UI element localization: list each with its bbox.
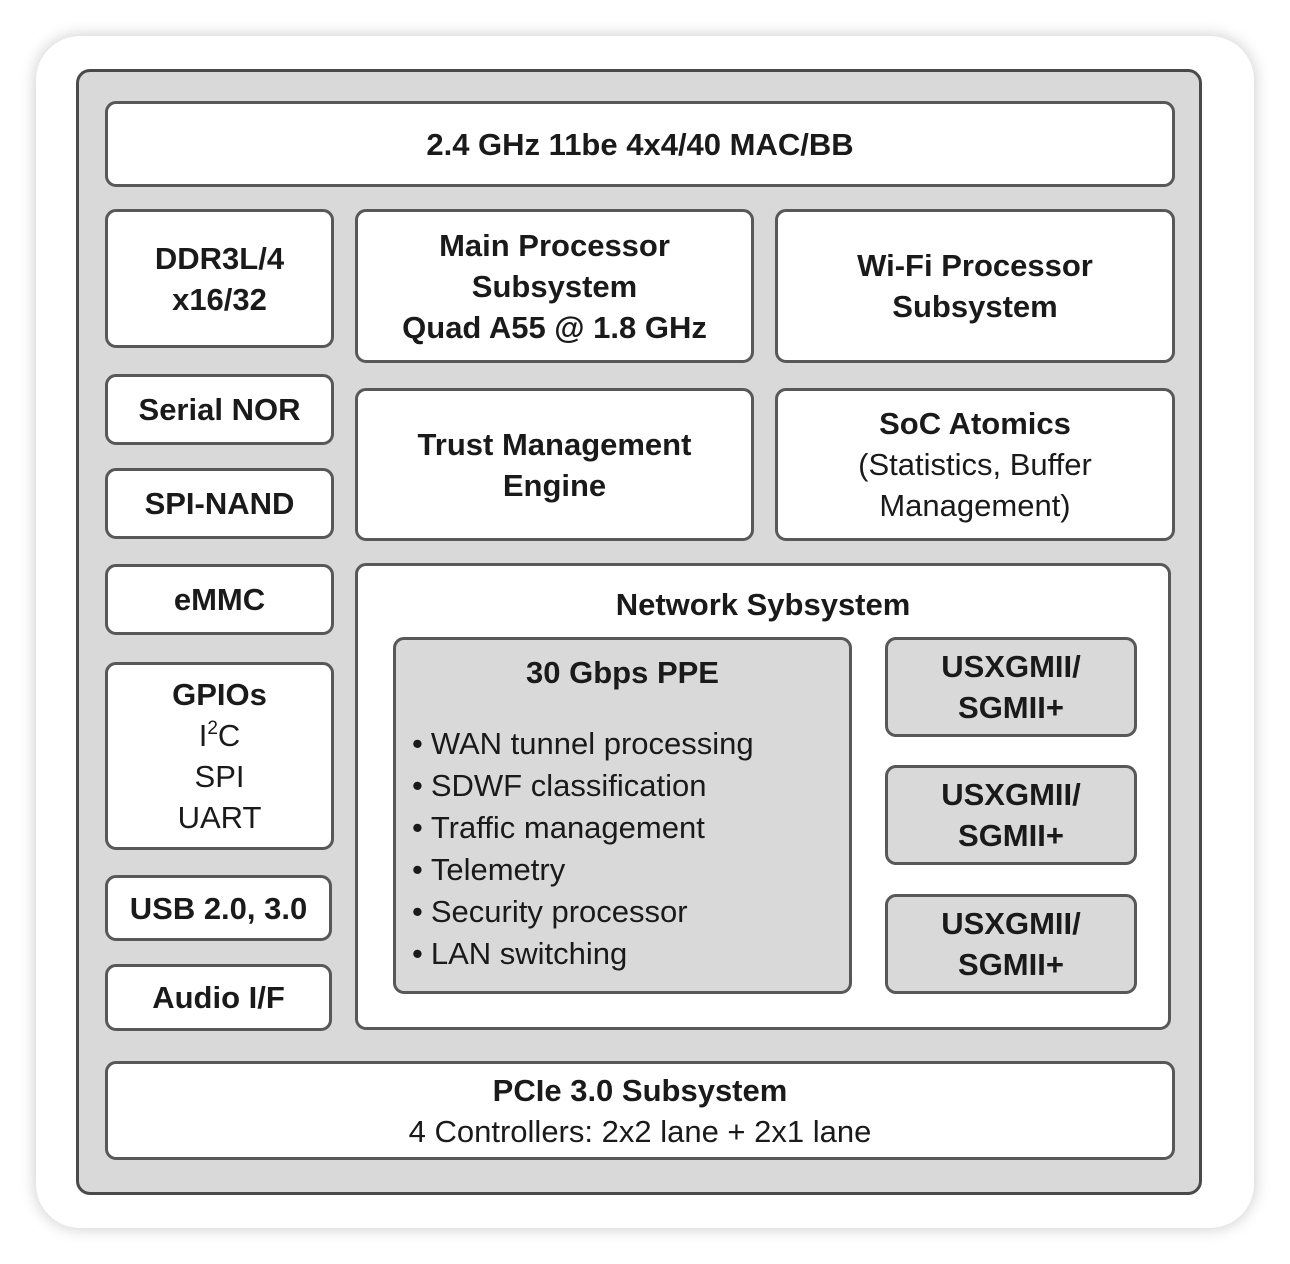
wifi-processor-block: Wi-Fi Processor Subsystem <box>775 209 1175 363</box>
ppe-title: 30 Gbps PPE <box>526 655 719 690</box>
usxgmii-port-3: USXGMII/ SGMII+ <box>885 894 1137 994</box>
spi-nand-label: SPI-NAND <box>144 486 295 521</box>
network-title: Network Sybsystem <box>615 587 911 622</box>
soc-atomics-block: SoC Atomics (Statistics, Buffer Manageme… <box>775 388 1175 541</box>
port-2-line1: USXGMII/ <box>941 777 1081 812</box>
soc-atomics-line2: (Statistics, Buffer <box>858 447 1092 482</box>
gpios-title: GPIOs <box>172 677 267 712</box>
i2c-base: I <box>198 718 208 753</box>
serial-nor-label: Serial NOR <box>138 392 301 427</box>
serial-nor-block: Serial NOR <box>105 374 334 445</box>
trust-engine-line2: Engine <box>502 467 607 503</box>
ppe-feature-item: WAN tunnel processing <box>412 723 754 765</box>
ddr-block: DDR3L/4 x16/32 <box>105 209 334 348</box>
i2c-tail: C <box>217 718 241 753</box>
soc-atomics-line3: Management) <box>879 488 1071 523</box>
wifi-processor-line1: Wi-Fi Processor <box>857 248 1093 283</box>
port-1-line2: SGMII+ <box>958 690 1064 725</box>
wifi-processor-line2: Subsystem <box>892 289 1058 324</box>
ppe-feature-item: LAN switching <box>412 933 754 975</box>
main-processor-line3: Quad A55 @ 1.8 GHz <box>402 309 707 345</box>
mac-bb-label: 2.4 GHz 11be 4x4/40 MAC/BB <box>426 126 854 162</box>
ppe-feature-item: Security processor <box>412 891 754 933</box>
emmc-label: eMMC <box>173 582 266 617</box>
spi-nand-block: SPI-NAND <box>105 468 334 539</box>
usb-label: USB 2.0, 3.0 <box>129 890 308 926</box>
ppe-feature-item: SDWF classification <box>412 765 754 807</box>
uart-label: UART <box>177 800 262 835</box>
ppe-feature-item: Traffic management <box>412 807 754 849</box>
main-processor-line2: Subsystem <box>471 268 638 304</box>
ddr-line1: DDR3L/4 <box>154 240 285 276</box>
port-2-line2: SGMII+ <box>958 818 1064 853</box>
port-3-line2: SGMII+ <box>958 947 1064 982</box>
pcie-title: PCIe 3.0 Subsystem <box>492 1072 788 1108</box>
ppe-feature-item: Telemetry <box>412 849 754 891</box>
mac-bb-block: 2.4 GHz 11be 4x4/40 MAC/BB <box>105 101 1175 187</box>
pcie-subtitle: 4 Controllers: 2x2 lane + 2x1 lane <box>408 1113 872 1149</box>
pcie-block: PCIe 3.0 Subsystem 4 Controllers: 2x2 la… <box>105 1061 1175 1160</box>
main-processor-line1: Main Processor <box>439 227 670 263</box>
trust-engine-line1: Trust Management <box>417 426 692 462</box>
emmc-block: eMMC <box>105 564 334 635</box>
audio-label: Audio I/F <box>152 980 285 1015</box>
main-processor-block: Main Processor Subsystem Quad A55 @ 1.8 … <box>355 209 754 363</box>
i2c-label: I2C <box>199 715 241 756</box>
spi-label: SPI <box>194 759 245 794</box>
gpios-block: GPIOs I2C SPI UART <box>105 662 334 850</box>
ppe-block: 30 Gbps PPE WAN tunnel processing SDWF c… <box>393 637 852 994</box>
audio-block: Audio I/F <box>105 964 332 1031</box>
soc-atomics-title: SoC Atomics <box>879 406 1071 441</box>
usxgmii-port-2: USXGMII/ SGMII+ <box>885 765 1137 865</box>
trust-engine-block: Trust Management Engine <box>355 388 754 541</box>
usb-block: USB 2.0, 3.0 <box>105 875 332 941</box>
port-3-line1: USXGMII/ <box>941 906 1081 941</box>
port-1-line1: USXGMII/ <box>941 649 1081 684</box>
ddr-line2: x16/32 <box>172 281 267 317</box>
usxgmii-port-1: USXGMII/ SGMII+ <box>885 637 1137 737</box>
ppe-feature-list: WAN tunnel processing SDWF classificatio… <box>412 723 754 975</box>
i2c-superscript: 2 <box>207 718 218 739</box>
